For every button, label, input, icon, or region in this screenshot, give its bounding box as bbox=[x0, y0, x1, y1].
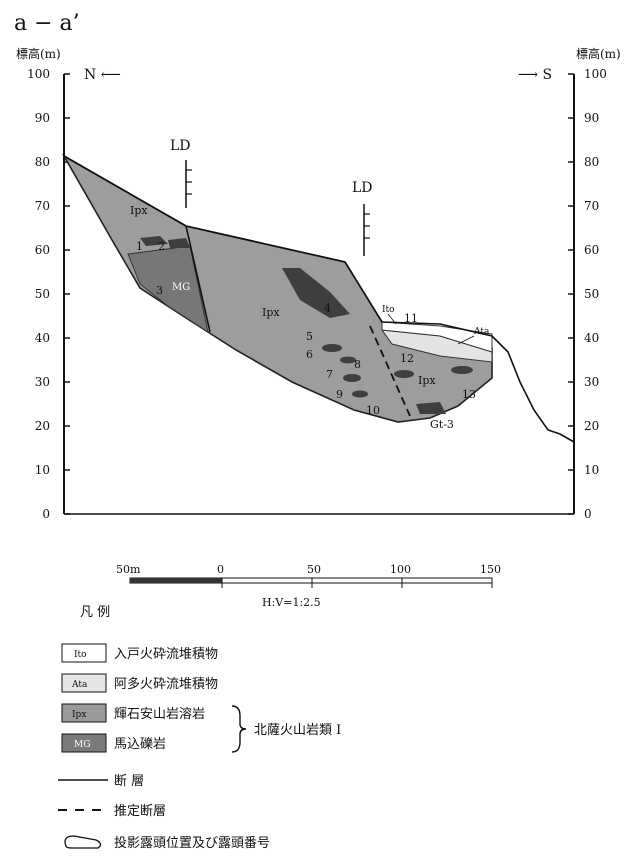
dark-lava-lens-9 bbox=[451, 366, 473, 374]
elevation-tick-label: 50 bbox=[35, 287, 50, 301]
unit-label-ipx-a: Ipx bbox=[130, 204, 148, 217]
outcrop-number-10: 10 bbox=[366, 404, 380, 417]
elevation-tick-label: 90 bbox=[584, 111, 599, 125]
unit-label-ipx-b: Ipx bbox=[262, 306, 280, 319]
dark-lava-lens-8 bbox=[394, 370, 414, 378]
legend-text-ito: 入戸火砕流堆積物 bbox=[114, 647, 218, 662]
dark-lava-lens-2 bbox=[140, 236, 168, 246]
legend-text-outcrop: 投影露頭位置及び露頭番号 bbox=[114, 835, 270, 851]
elevation-tick-label: 20 bbox=[584, 419, 599, 433]
elevation-tick-label: 100 bbox=[584, 67, 607, 81]
elevation-tick-label: 10 bbox=[584, 463, 599, 477]
left-elevation-label: 標高(m) bbox=[16, 46, 61, 61]
ito-deposit bbox=[381, 321, 493, 353]
right-elevation-label: 標高(m) bbox=[576, 46, 621, 61]
legend-code-mg: MG bbox=[74, 740, 90, 750]
ld-symbol-2: LD bbox=[352, 180, 373, 256]
ld-label-1: LD bbox=[170, 138, 191, 154]
unit-label-mg: MG bbox=[172, 282, 190, 293]
outcrop-number-4: 4 bbox=[324, 302, 331, 315]
dark-lava-lens-10 bbox=[416, 402, 446, 414]
scale-label-50m: 50m bbox=[116, 563, 141, 576]
unit-label-ito: Ito bbox=[382, 305, 395, 315]
elevation-tick-label: 20 bbox=[35, 419, 50, 433]
elevation-tick-label: 60 bbox=[584, 243, 599, 257]
elevation-tick-label: 50 bbox=[584, 287, 599, 301]
dark-lava-lens-6 bbox=[343, 374, 361, 382]
scale-label-50: 50 bbox=[307, 563, 321, 576]
legend-text-inferred-fault: 推定断層 bbox=[114, 804, 166, 819]
outcrop-number-11: 11 bbox=[404, 312, 418, 325]
legend-swatch-ata bbox=[61, 673, 107, 693]
legend-code-ito: Ito bbox=[74, 650, 87, 660]
elevation-tick-label: 10 bbox=[35, 463, 50, 477]
unit-label-gt3: Gt-3 bbox=[430, 418, 454, 431]
outcrop-number-13: 13 bbox=[462, 388, 476, 401]
legend-swatch-ito bbox=[61, 643, 107, 663]
legend-text-ata: 阿多火砕流堆積物 bbox=[114, 676, 218, 692]
ground-surface-line bbox=[63, 155, 575, 443]
outcrop-number-7: 7 bbox=[326, 368, 333, 381]
section-title: a − a’ bbox=[14, 11, 80, 36]
legend-code-ata: Ata bbox=[71, 680, 88, 690]
elevation-tick-label: 60 bbox=[35, 243, 50, 257]
scale-label-150: 150 bbox=[480, 563, 501, 576]
elevation-tick-label: 0 bbox=[584, 507, 592, 521]
legend-code-ipx: Ipx bbox=[72, 710, 86, 720]
legend-text-ipx: 輝石安山岩溶岩 bbox=[114, 707, 205, 722]
outcrop-number-8: 8 bbox=[354, 358, 361, 371]
legend-text-fault: 断 層 bbox=[114, 774, 144, 789]
scale-ratio: H:V=1:2.5 bbox=[262, 596, 321, 609]
elevation-tick-label: 70 bbox=[35, 199, 50, 213]
dark-lava-lens-7 bbox=[352, 390, 368, 398]
elevation-tick-label: 0 bbox=[42, 507, 50, 521]
legend-group-brace bbox=[231, 705, 247, 753]
fault-line bbox=[185, 225, 211, 333]
unit-label-ata: Ata bbox=[473, 327, 490, 337]
elevation-tick-label: 30 bbox=[584, 375, 599, 389]
unit-label-ipx-c: Ipx bbox=[418, 374, 436, 387]
elevation-tick-label: 100 bbox=[27, 67, 50, 81]
elevation-ticks: 0 0 10 10 20 20 30 30 40 40 50 50 60 60 70 70 80 80 90 90 10… bbox=[27, 67, 607, 521]
dark-lava-lens-4 bbox=[322, 344, 342, 352]
outcrop-number-6: 6 bbox=[306, 348, 313, 361]
ld-symbol-1: LD bbox=[170, 138, 192, 208]
elevation-tick-label: 40 bbox=[35, 331, 50, 345]
outcrop-number-2: 2 bbox=[158, 240, 165, 253]
elevation-tick-label: 80 bbox=[584, 155, 599, 169]
legend-text-mg: 馬込礫岩 bbox=[114, 736, 166, 752]
elevation-tick-label: 70 bbox=[584, 199, 599, 213]
scale-label-0: 0 bbox=[217, 563, 224, 576]
outcrop-number-1: 1 bbox=[136, 240, 143, 253]
scale-label-100: 100 bbox=[390, 563, 411, 576]
legend: 凡 例 Ito 入戸火砕流堆積物 Ata 阿多火砕流堆積物 Ipx 輝石安山岩溶… bbox=[58, 605, 341, 851]
legend-group-label: 北薩火山岩類 I bbox=[254, 723, 341, 738]
inferred-fault-line bbox=[369, 325, 411, 417]
dark-lava-lens-5 bbox=[340, 356, 356, 364]
elevation-tick-label: 30 bbox=[35, 375, 50, 389]
cross-section-body bbox=[61, 153, 575, 443]
outcrop-number-3: 3 bbox=[156, 284, 163, 297]
dark-lava-lens-1 bbox=[282, 268, 350, 318]
legend-outcrop-symbol bbox=[64, 835, 102, 849]
south-direction-label: ⟶ S bbox=[518, 67, 552, 83]
outcrop-number-9: 9 bbox=[336, 388, 343, 401]
outcrop-number-12: 12 bbox=[400, 352, 414, 365]
elevation-tick-label: 40 bbox=[584, 331, 599, 345]
north-direction-label: N ⟵ bbox=[84, 67, 121, 83]
legend-title: 凡 例 bbox=[80, 605, 110, 620]
elevation-tick-label: 80 bbox=[35, 155, 50, 169]
outcrop-number-5: 5 bbox=[306, 330, 313, 343]
ld-label-2: LD bbox=[352, 180, 373, 196]
elevation-tick-label: 90 bbox=[35, 111, 50, 125]
legend-swatch-ipx bbox=[61, 703, 107, 723]
dark-lava-lens-3 bbox=[168, 238, 190, 248]
legend-swatch-mg bbox=[61, 733, 107, 753]
scale-bar: 50m 0 50 100 150 H:V=1:2.5 bbox=[116, 563, 501, 609]
